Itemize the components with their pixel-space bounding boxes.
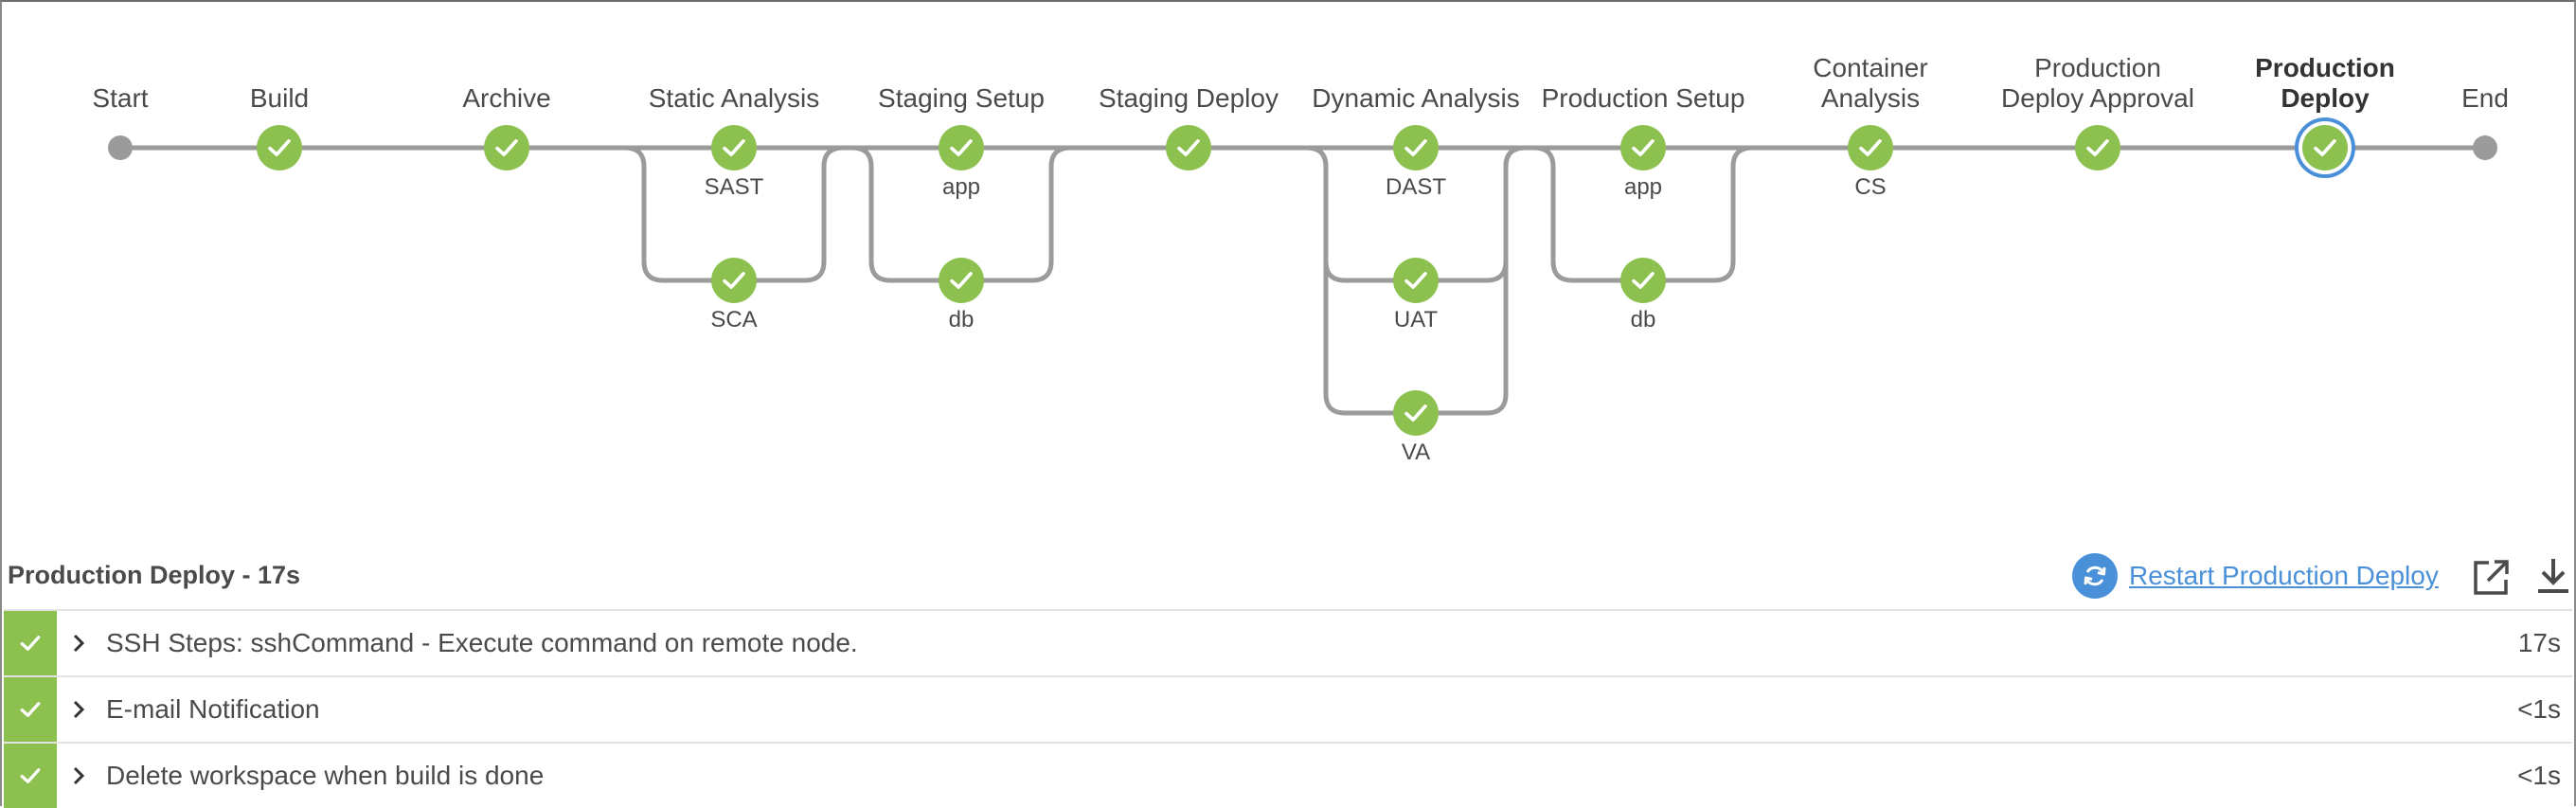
branch-label-static-analysis-sast: SAST: [704, 174, 764, 200]
download-icon[interactable]: [2534, 555, 2572, 602]
restart-area: Restart Production Deploy: [2072, 553, 2439, 599]
stage-node-production-setup-db[interactable]: [1620, 258, 1666, 303]
stage-node-dynamic-analysis-uat[interactable]: [1393, 258, 1439, 303]
restart-stage-link[interactable]: Restart Production Deploy: [2129, 561, 2439, 590]
stage-title-dynamic-analysis: Dynamic Analysis: [1312, 83, 1520, 113]
step-status-success: [4, 744, 57, 808]
chevron-right-icon[interactable]: [57, 765, 100, 786]
stage-node-build[interactable]: [257, 125, 302, 171]
checkmark-icon: [20, 702, 41, 717]
step-status-success: [4, 611, 57, 675]
checkmark-icon: [2086, 139, 2109, 156]
stage-title-build: Build: [249, 83, 310, 113]
restart-icon[interactable]: [2072, 553, 2118, 599]
checkmark-icon: [20, 768, 41, 783]
branch-label-static-analysis-sca: SCA: [710, 307, 758, 332]
stage-title-staging-deploy: Staging Deploy: [1099, 83, 1279, 113]
step-row[interactable]: E-mail Notification <1s: [4, 675, 2572, 742]
branch-label-staging-setup-db: db: [948, 307, 975, 332]
branch-label-production-setup-app: app: [1623, 174, 1663, 200]
stage-node-archive[interactable]: [484, 125, 529, 171]
stage-title-end: End: [2461, 83, 2509, 113]
branch-label-dynamic-analysis-dast: DAST: [1385, 174, 1447, 200]
stage-node-production-deploy[interactable]: [2302, 125, 2348, 171]
stage-node-dynamic-analysis-va[interactable]: [1393, 390, 1439, 436]
checkmark-icon: [950, 139, 973, 156]
stage-node-production-deploy-approval[interactable]: [2075, 125, 2120, 171]
stage-title-production-setup: Production Setup: [1541, 83, 1745, 113]
stage-title-static-analysis: Static Analysis: [648, 83, 820, 113]
checkmark-icon: [1632, 272, 1655, 289]
external-link-icon[interactable]: [2470, 557, 2512, 603]
detail-title: Production Deploy - 17s: [8, 561, 301, 589]
checkmark-icon: [723, 139, 745, 156]
pipeline-start-node: [108, 135, 133, 160]
stage-title-container-analysis: Container Analysis: [1813, 53, 1928, 113]
branch-label-production-setup-db: db: [1630, 307, 1656, 332]
pipeline-end-node: [2473, 135, 2497, 160]
branch-label-dynamic-analysis-va: VA: [1401, 440, 1431, 465]
checkmark-icon: [1404, 404, 1427, 422]
step-label: E-mail Notification: [106, 694, 320, 724]
checkmark-icon: [950, 272, 973, 289]
step-label: Delete workspace when build is done: [106, 761, 545, 790]
checkmark-icon: [1404, 272, 1427, 289]
branch-label-staging-setup-app: app: [941, 174, 981, 200]
checkmark-icon: [20, 636, 41, 651]
stage-node-staging-setup-db[interactable]: [939, 258, 984, 303]
checkmark-icon: [1404, 139, 1427, 156]
step-status-success: [4, 677, 57, 742]
stage-node-dynamic-analysis-dast[interactable]: [1393, 125, 1439, 171]
chevron-right-icon[interactable]: [57, 699, 100, 720]
step-duration: 17s: [2517, 628, 2561, 657]
stage-title-archive: Archive: [462, 83, 551, 113]
stage-node-static-analysis-sast[interactable]: [711, 125, 757, 171]
checkmark-icon: [268, 139, 291, 156]
checkmark-icon: [1177, 139, 1200, 156]
step-duration: <1s: [2517, 761, 2561, 790]
stage-node-container-analysis-cs[interactable]: [1848, 125, 1893, 171]
stage-node-static-analysis-sca[interactable]: [711, 258, 757, 303]
checkmark-icon: [1632, 139, 1655, 156]
step-row[interactable]: Delete workspace when build is done <1s: [4, 742, 2572, 808]
stage-node-production-setup-app[interactable]: [1620, 125, 1666, 171]
stage-node-staging-setup-app[interactable]: [939, 125, 984, 171]
stage-title-production-deploy-approval: Production Deploy Approval: [2001, 53, 2194, 113]
branch-label-dynamic-analysis-uat: UAT: [1393, 307, 1439, 332]
branch-label-container-analysis-cs: CS: [1854, 174, 1887, 200]
step-duration: <1s: [2517, 694, 2561, 724]
checkmark-icon: [2314, 139, 2336, 156]
step-list: SSH Steps: sshCommand - Execute command …: [4, 609, 2572, 808]
stage-title-start: Start: [92, 83, 149, 113]
stage-title-staging-setup: Staging Setup: [878, 83, 1045, 113]
checkmark-icon: [723, 272, 745, 289]
stage-node-staging-deploy[interactable]: [1166, 125, 1211, 171]
step-label: SSH Steps: sshCommand - Execute command …: [106, 628, 858, 657]
checkmark-icon: [1859, 139, 1882, 156]
chevron-right-icon[interactable]: [57, 633, 100, 654]
checkmark-icon: [495, 139, 518, 156]
stage-title-production-deploy: Production Deploy: [2255, 53, 2395, 113]
step-row[interactable]: SSH Steps: sshCommand - Execute command …: [4, 609, 2572, 675]
